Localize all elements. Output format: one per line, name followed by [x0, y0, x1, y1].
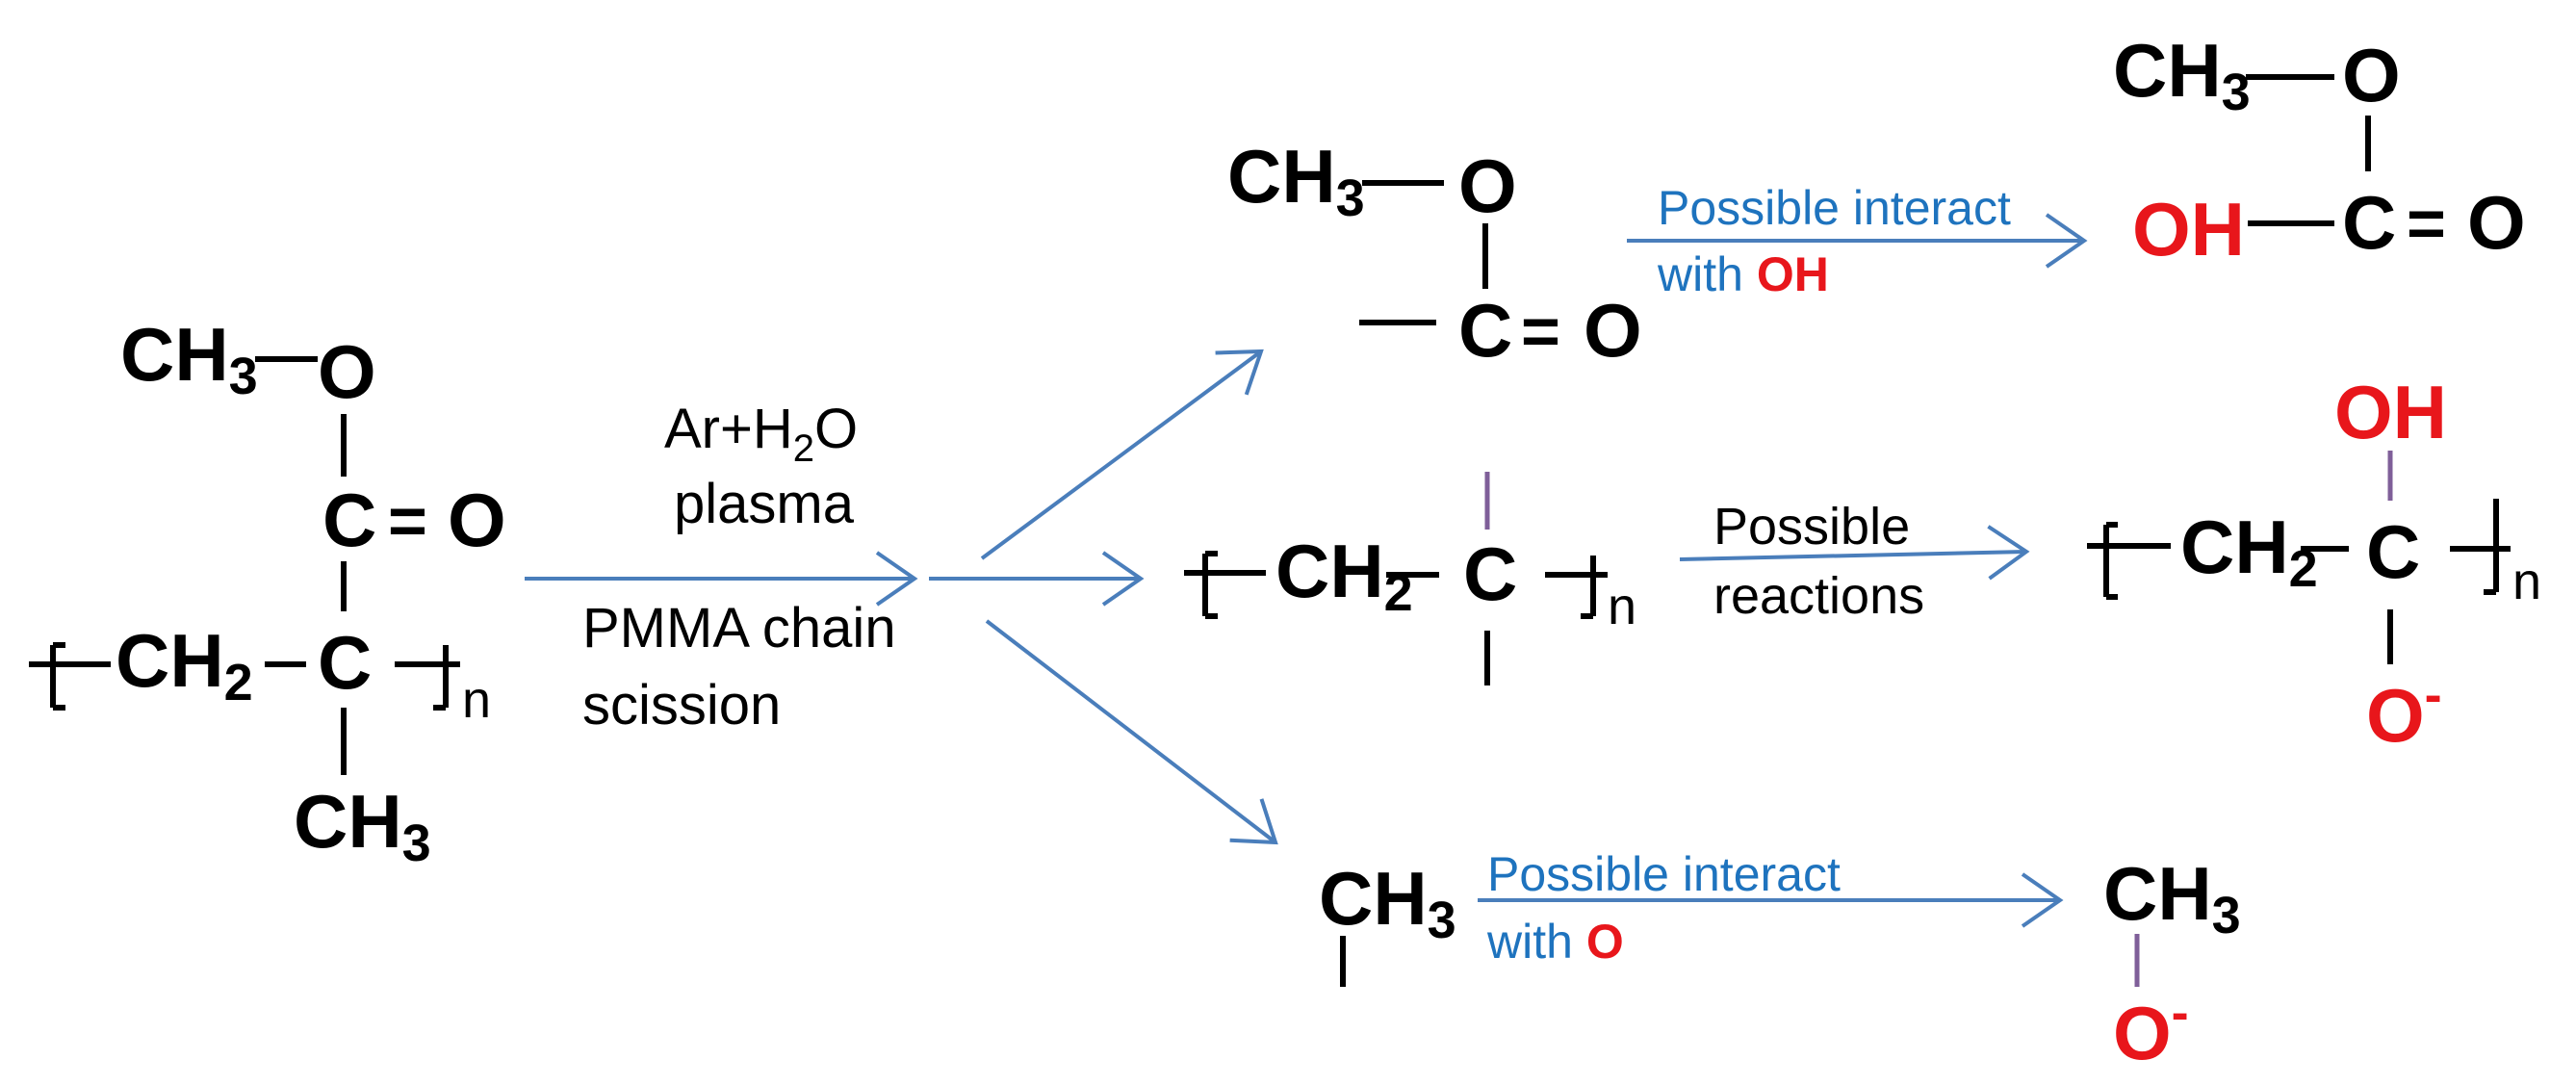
methyl-ch3-label: CH3	[1319, 856, 1456, 949]
branch-arrow-down	[985, 619, 1278, 845]
fragment-double-bond: =	[1521, 294, 1560, 369]
fragment-oxygen: O	[1458, 143, 1517, 228]
product-methyl-o-minus: O-	[2113, 984, 2189, 1075]
branch-arrow-up	[980, 349, 1264, 560]
label-pmma-chain: PMMA chain	[582, 597, 896, 659]
ester-fragment: CH3 O C = O	[1227, 134, 1642, 373]
ester-oxygen: O	[318, 329, 376, 414]
ch2-label: CH2	[116, 618, 253, 711]
left-bracket	[50, 642, 65, 711]
fragment-ch3-label: CH3	[1227, 134, 1365, 227]
product-left-bracket	[2103, 522, 2118, 600]
label-with-o: with O	[1486, 915, 1624, 969]
product-ch2-label: CH2	[2180, 504, 2318, 598]
fragment-carbon: C	[1458, 288, 1512, 373]
label-possible-interact-oh: Possible interact	[1658, 181, 2011, 235]
methyl-fragment: CH3	[1319, 856, 1456, 987]
fragment-right-bracket	[1581, 556, 1596, 619]
product-backbone-oh: OH	[2334, 370, 2447, 454]
repeat-n: n	[462, 671, 491, 729]
product-carbonyl-oxygen: O	[2467, 180, 2526, 265]
product-methyl: CH3 O-	[2103, 851, 2241, 1075]
arrow-possible-reactions: Possible reactions	[1679, 498, 2030, 625]
product-backbone-carbon: C	[2366, 509, 2420, 594]
branch-arrows	[929, 349, 1278, 845]
product-ester: CH3 O OH C = O	[2113, 28, 2526, 272]
carbonyl-oxygen: O	[448, 478, 506, 562]
arrow-reactions-line	[1679, 525, 2030, 581]
arrow-interact-oh: Possible interact with OH	[1627, 181, 2088, 301]
main-reaction-arrow: Ar+H2O plasma PMMA chain scission	[525, 398, 918, 737]
label-possible-interact-o: Possible interact	[1487, 847, 1841, 901]
fragment-left-bracket	[1202, 551, 1218, 619]
ch3-bottom-label: CH3	[294, 779, 431, 872]
condition-plasma: plasma	[674, 473, 855, 535]
ch3-top-label: CH3	[120, 312, 258, 405]
fragment-backbone-carbon: C	[1463, 531, 1517, 616]
condition-ar-h2o: Ar+H2O	[664, 398, 858, 470]
product-double-bond: =	[2407, 186, 2446, 261]
product-ester-oxygen: O	[2342, 33, 2401, 117]
carbonyl-carbon: C	[322, 478, 376, 562]
backbone-fragment: CH2 C n	[1184, 472, 1636, 685]
product-carbon: C	[2342, 180, 2396, 265]
label-scission: scission	[582, 674, 781, 737]
label-possible: Possible	[1713, 498, 1910, 556]
product-repeat-n: n	[2512, 553, 2541, 610]
product-oh-label: OH	[2132, 187, 2245, 272]
product-ch3-label: CH3	[2113, 28, 2251, 121]
fragment-repeat-n: n	[1608, 578, 1636, 635]
label-reactions: reactions	[1713, 567, 1924, 625]
product-methyl-ch3: CH3	[2103, 851, 2241, 944]
fragment-carbonyl-oxygen: O	[1584, 288, 1642, 373]
right-bracket	[433, 645, 449, 711]
label-with-oh: with OH	[1657, 247, 1829, 301]
pmma-structure: CH3 O C = O CH2 C n CH3	[29, 312, 506, 872]
arrow-interact-o: Possible interact with O	[1478, 847, 2064, 969]
product-right-bracket	[2484, 499, 2499, 595]
backbone-carbon: C	[318, 620, 372, 705]
product-backbone-o-minus: O-	[2366, 666, 2442, 758]
double-bond-sign: =	[388, 483, 427, 558]
product-backbone: OH CH2 C n O-	[2087, 370, 2541, 758]
